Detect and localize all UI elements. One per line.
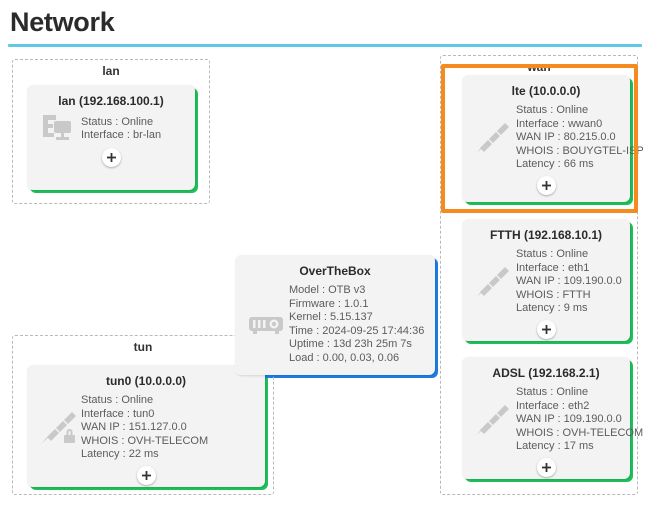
card-lan-actions	[27, 148, 195, 167]
card-tun0-prop: Interface : tun0	[81, 407, 155, 420]
card-overthebox[interactable]: OverTheBox Model : OTB v3 Firmware : 1.0…	[235, 255, 438, 378]
card-adsl-prop: Status : Online	[516, 386, 589, 398]
card-lte-add-button[interactable]	[536, 175, 556, 195]
card-tun0-prop: WAN IP : 151.127.0.0	[81, 421, 187, 433]
card-lte-prop: Interface : wwan0	[516, 117, 603, 130]
card-lte-prop: Status : Online	[516, 104, 589, 116]
card-adsl-prop: Latency : 17 ms	[516, 440, 594, 452]
card-lte-prop: WHOIS : BOUYGTEL-ISP	[516, 144, 644, 157]
plug-icon	[470, 404, 516, 436]
card-ftth-add-button[interactable]	[536, 319, 556, 339]
card-lan[interactable]: lan (192.168.100.1) Status : Online Inte…	[27, 85, 198, 193]
card-ftth[interactable]: FTTH (192.168.10.1) Status : Online Inte…	[462, 219, 633, 344]
card-overthebox-prop: Load : 0.00, 0.03, 0.06	[289, 351, 400, 364]
card-ftth-prop: Interface : eth1	[516, 261, 590, 274]
card-tun0-actions	[27, 465, 265, 485]
card-overthebox-body: Model : OTB v3 Firmware : 1.0.1 Kernel :…	[235, 279, 435, 365]
card-ftth-properties: Status : Online Interface : eth1 WAN IP …	[516, 248, 622, 316]
group-lan-label: lan	[102, 64, 120, 78]
card-overthebox-prop: Uptime : 13d 23h 25m 7s	[289, 338, 412, 350]
plug-icon	[470, 122, 516, 154]
card-ftth-prop: Status : Online	[516, 248, 589, 260]
card-adsl-actions	[462, 457, 630, 477]
page-header: Network	[0, 4, 650, 47]
card-overthebox-prop: Kernel : 5.15.137	[289, 311, 373, 323]
card-lan-properties: Status : Online Interface : br-lan	[81, 116, 161, 143]
card-ftth-body: Status : Online Interface : eth1 WAN IP …	[462, 243, 630, 316]
card-ftth-actions	[462, 319, 630, 339]
card-lan-body: Status : Online Interface : br-lan	[27, 109, 195, 144]
group-lan: lan	[12, 59, 210, 204]
card-lan-add-button[interactable]	[101, 148, 121, 167]
card-ftth-prop: WHOIS : FTTH	[516, 288, 591, 301]
card-adsl-properties: Status : Online Interface : eth2 WAN IP …	[516, 386, 643, 454]
card-tun0-title: tun0 (10.0.0.0)	[105, 374, 187, 388]
card-tun0-prop: WHOIS : OVH-TELECOM	[81, 434, 209, 447]
card-ftth-title: FTTH (192.168.10.1)	[489, 228, 603, 242]
network-icon	[35, 114, 81, 144]
card-lte-title: lte (10.0.0.0)	[511, 84, 581, 98]
card-ftth-prop: WAN IP : 109.190.0.0	[516, 275, 622, 287]
card-adsl-body: Status : Online Interface : eth2 WAN IP …	[462, 381, 643, 454]
title-divider	[8, 44, 642, 47]
network-topology-canvas: lan lan (192.168.100.1) Status : Online …	[0, 47, 650, 507]
card-adsl[interactable]: ADSL (192.168.2.1) Status : Online Inter…	[462, 357, 643, 482]
card-overthebox-prop: Time : 2024-09-25 17:44:36	[289, 324, 425, 337]
card-lte-prop: Latency : 66 ms	[516, 158, 594, 170]
card-lte[interactable]: lte (10.0.0.0) Status : Online Interface…	[462, 75, 644, 205]
card-lte-prop: WAN IP : 80.215.0.0	[516, 131, 616, 143]
device-icon	[243, 315, 289, 335]
card-adsl-add-button[interactable]	[536, 457, 556, 477]
card-adsl-title: ADSL (192.168.2.1)	[492, 366, 600, 380]
card-tun0-prop: Status : Online	[81, 394, 154, 406]
page-title: Network	[10, 7, 115, 37]
card-tun0-add-button[interactable]	[136, 465, 156, 485]
card-lan-prop: Status : Online	[81, 115, 154, 128]
group-tun-label: tun	[133, 340, 153, 354]
card-adsl-prop: Interface : eth2	[516, 399, 590, 412]
card-lte-actions	[462, 175, 630, 195]
secure-plug-icon	[35, 411, 81, 445]
card-lan-prop: Interface : br-lan	[81, 129, 162, 141]
card-tun0-properties: Status : Online Interface : tun0 WAN IP …	[81, 394, 208, 462]
card-tun0-prop: Latency : 22 ms	[81, 448, 159, 460]
card-overthebox-prop: Firmware : 1.0.1	[289, 297, 369, 310]
card-lan-title: lan (192.168.100.1)	[58, 94, 164, 108]
card-tun0-body: Status : Online Interface : tun0 WAN IP …	[27, 389, 265, 462]
group-tun: tun	[12, 335, 274, 495]
card-ftth-prop: Latency : 9 ms	[516, 302, 588, 314]
card-overthebox-prop: Model : OTB v3	[289, 284, 366, 296]
card-tun0[interactable]: tun0 (10.0.0.0) Status : Online Interfac…	[27, 365, 268, 490]
card-adsl-prop: WHOIS : OVH-TELECOM	[516, 426, 644, 439]
card-overthebox-properties: Model : OTB v3 Firmware : 1.0.1 Kernel :…	[289, 284, 424, 365]
card-overthebox-title: OverTheBox	[299, 264, 371, 278]
card-lte-properties: Status : Online Interface : wwan0 WAN IP…	[516, 104, 644, 172]
card-adsl-prop: WAN IP : 109.190.0.0	[516, 413, 622, 425]
group-wan-label: wan	[527, 60, 551, 74]
card-lte-body: Status : Online Interface : wwan0 WAN IP…	[462, 99, 644, 172]
plug-icon	[470, 266, 516, 298]
